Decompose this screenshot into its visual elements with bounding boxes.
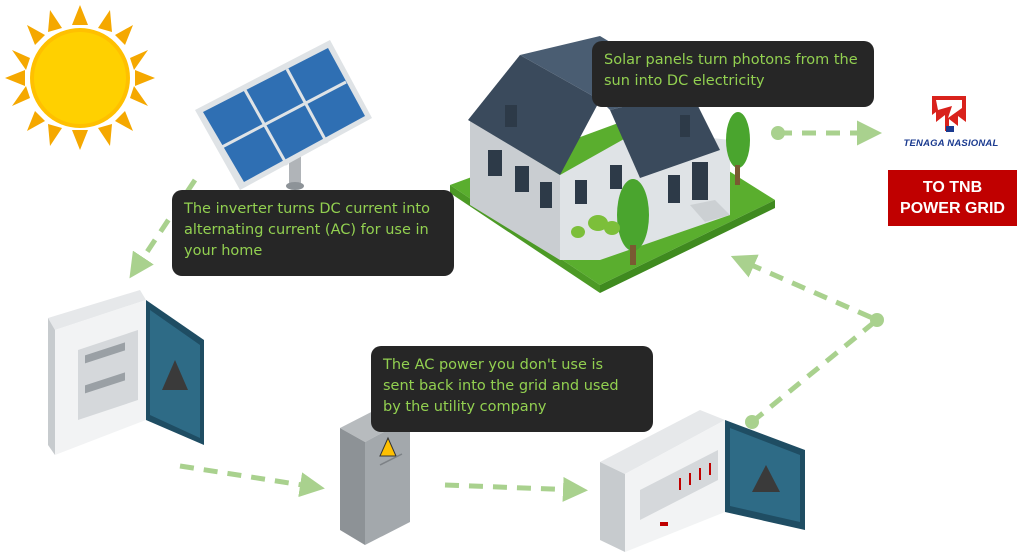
inverter-cabinet-icon bbox=[48, 290, 204, 455]
callout-solar-line-1: Solar panels turn photons from the bbox=[604, 52, 858, 68]
callout-grid-line-1: The AC power you don't use is bbox=[383, 357, 604, 373]
arrow-node bbox=[745, 415, 759, 429]
callout-inverter-line-1: The inverter turns DC current into bbox=[184, 201, 430, 217]
house-icon bbox=[450, 36, 775, 293]
arrow-node bbox=[870, 313, 884, 327]
callout-inverter: The inverter turns DC current into alter… bbox=[172, 190, 454, 276]
tnb-box-line-2: POWER GRID bbox=[900, 200, 1005, 217]
sun-icon bbox=[5, 5, 155, 150]
callout-solar-line-2: sun into DC electricity bbox=[604, 73, 765, 89]
flow-arrows bbox=[129, 120, 882, 502]
arrow-panel-to-inverter bbox=[129, 178, 198, 279]
distribution-board-icon bbox=[600, 410, 805, 552]
tnb-power-grid-label: TO TNB POWER GRID bbox=[888, 170, 1017, 226]
callout-grid-export: The AC power you don't use is sent back … bbox=[371, 346, 653, 432]
solar-panel-icon bbox=[195, 40, 372, 190]
callout-grid-line-2: sent back into the grid and used bbox=[383, 378, 619, 394]
callout-inverter-line-3: your home bbox=[184, 243, 263, 259]
callout-grid-line-3: by the utility company bbox=[383, 399, 547, 415]
tnb-box-line-1: TO TNB bbox=[922, 179, 983, 196]
tnb-brand-name: TENAGA NASIONAL bbox=[903, 138, 999, 149]
arrow-inverter-to-meter bbox=[179, 463, 325, 498]
callout-solar-panels: Solar panels turn photons from the sun i… bbox=[592, 41, 874, 107]
arrow-board-to-house bbox=[730, 254, 882, 424]
arrow-meter-to-board bbox=[444, 476, 588, 502]
arrow-node bbox=[771, 126, 785, 140]
tnb-logo-icon bbox=[932, 96, 966, 132]
callout-inverter-line-2: alternating current (AC) for use in bbox=[184, 222, 429, 238]
